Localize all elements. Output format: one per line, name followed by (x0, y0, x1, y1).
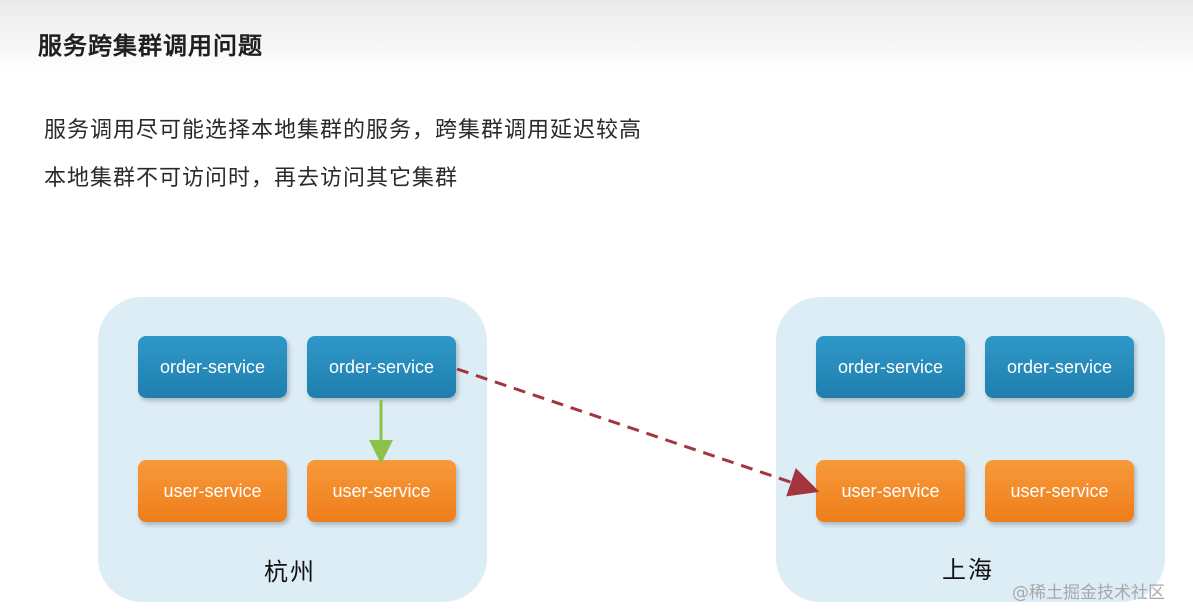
cluster-label-hangzhou: 杭州 (264, 558, 316, 586)
shanghai-order-service-1: order-service (816, 336, 965, 398)
hangzhou-order-service-1: order-service (138, 336, 287, 398)
shanghai-order-service-2: order-service (985, 336, 1134, 398)
page-title: 服务跨集群调用问题 (38, 32, 263, 60)
hangzhou-order-service-2: order-service (307, 336, 456, 398)
text-line-2: 本地集群不可访问时，再去访问其它集群 (44, 166, 459, 191)
shanghai-user-service-2: user-service (985, 460, 1134, 522)
cross-cluster-call-arrow (456, 367, 820, 497)
text-line-1: 服务调用尽可能选择本地集群的服务，跨集群调用延迟较高 (44, 118, 643, 143)
watermark: @稀土掘金技术社区 (1012, 583, 1165, 603)
shanghai-user-service-1: user-service (816, 460, 965, 522)
hangzhou-user-service-2: user-service (307, 460, 456, 522)
hangzhou-user-service-1: user-service (138, 460, 287, 522)
cluster-label-shanghai: 上海 (942, 556, 994, 584)
header-band (0, 0, 1193, 72)
